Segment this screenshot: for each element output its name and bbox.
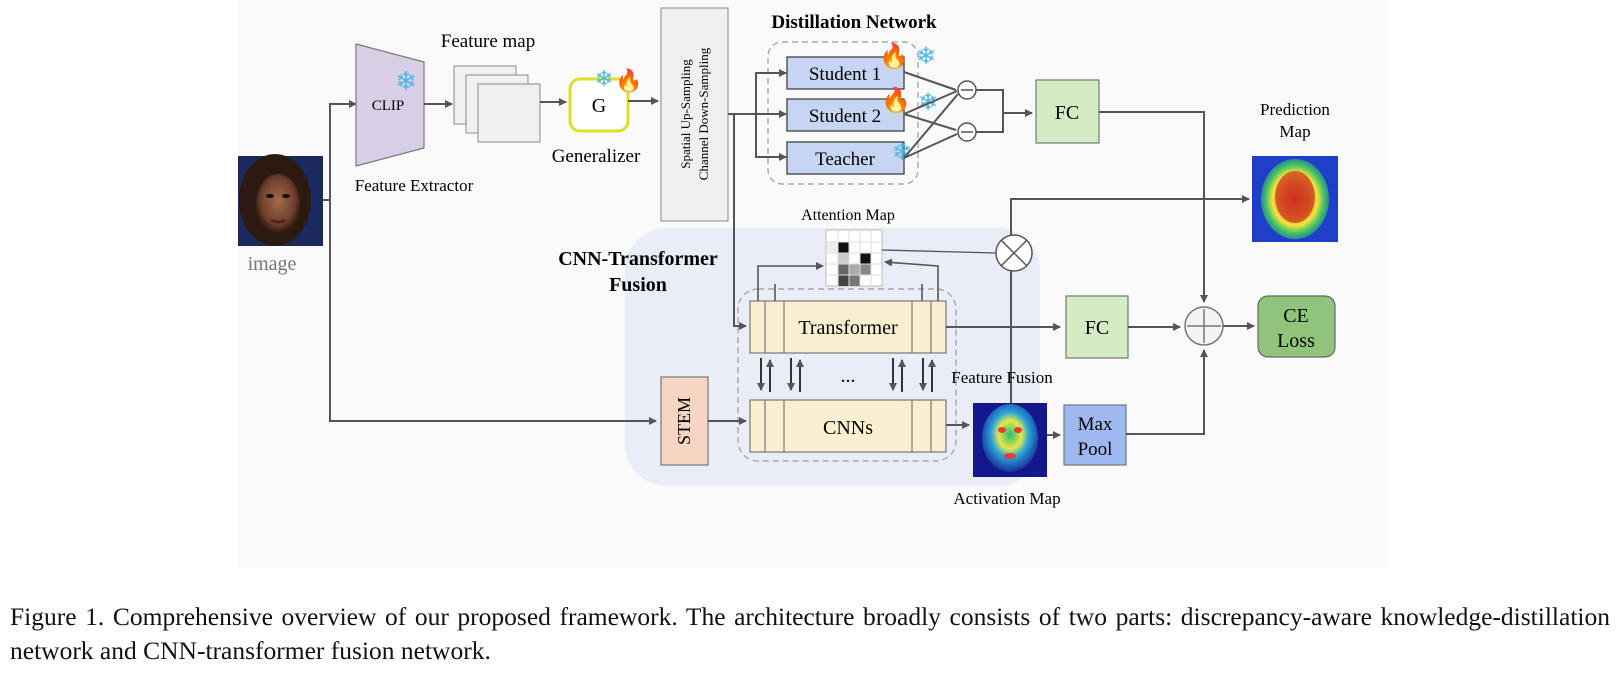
feature-extractor-label: Feature Extractor [355, 176, 474, 195]
activation-map-image [973, 403, 1047, 477]
maxpool-label-line1: Max [1078, 414, 1113, 435]
fusion-dashed-box [737, 288, 957, 462]
maxpool-block [1063, 404, 1127, 466]
cnns-label: CNNs [823, 417, 873, 439]
snowflake-icon: ❄ [595, 66, 613, 91]
prediction-map-label-line1: Prediction [1260, 100, 1330, 119]
clip-block [355, 43, 425, 167]
fc-block-bottom [1065, 295, 1129, 359]
sampling-label-line2: Channel Down-Sampling [696, 47, 711, 180]
stem-label: STEM [674, 397, 694, 445]
input-face-image [232, 154, 323, 246]
fusion-title-line2: Fusion [609, 274, 667, 296]
attention-map [825, 229, 883, 287]
sampling-label-line1: Spatial Up-Sampling [678, 59, 693, 169]
student-1-block [786, 56, 905, 90]
generalizer-symbol: G [592, 95, 606, 117]
bidirectional-arrows [757, 358, 936, 392]
feature-fusion-label: Feature Fusion [951, 368, 1053, 387]
flame-icon: 🔥 [879, 42, 909, 70]
maxpool-label-line2: Pool [1078, 439, 1113, 460]
transformer-block [749, 300, 947, 354]
figure-caption: Figure 1. Comprehensive overview of our … [10, 602, 1610, 665]
generalizer-label: Generalizer [552, 146, 641, 167]
snowflake-icon: ❄ [916, 44, 936, 70]
framework-figure: image CLIP ❄ Feature Extractor Feature m… [232, 0, 1388, 568]
student-2-label: Student 2 [809, 106, 881, 127]
fc-label-top: FC [1055, 102, 1079, 124]
clip-label: CLIP [372, 98, 405, 114]
stem-block [660, 376, 709, 466]
fc-block-top [1035, 79, 1100, 144]
ce-loss-block [1257, 295, 1336, 358]
flame-icon: 🔥 [615, 68, 642, 93]
prediction-map-label-line2: Map [1279, 122, 1310, 141]
flame-icon: 🔥 [881, 86, 911, 114]
activation-map-label: Activation Map [953, 489, 1060, 508]
student-1-label: Student 1 [809, 64, 881, 85]
feature-map-label: Feature map [441, 31, 535, 52]
ce-loss-label-line2: Loss [1277, 330, 1315, 352]
snowflake-icon: ❄ [395, 67, 417, 96]
teacher-label: Teacher [815, 149, 876, 170]
input-label: image [248, 253, 297, 275]
generalizer-block [568, 77, 630, 133]
ce-loss-label-line1: CE [1283, 305, 1309, 327]
sampling-block [660, 7, 729, 222]
attention-map-label: Attention Map [801, 207, 895, 224]
snowflake-icon: ❄ [892, 140, 912, 166]
distillation-title: Distillation Network [771, 12, 937, 33]
transformer-label: Transformer [798, 317, 898, 339]
ellipsis: ... [841, 365, 856, 387]
fc-label-bottom: FC [1085, 317, 1109, 339]
student-2-block [786, 98, 905, 132]
prediction-map-image [1252, 156, 1338, 242]
fusion-title-line1: CNN-Transformer [558, 248, 718, 270]
feature-map-stack [453, 65, 541, 143]
teacher-block [786, 141, 905, 175]
